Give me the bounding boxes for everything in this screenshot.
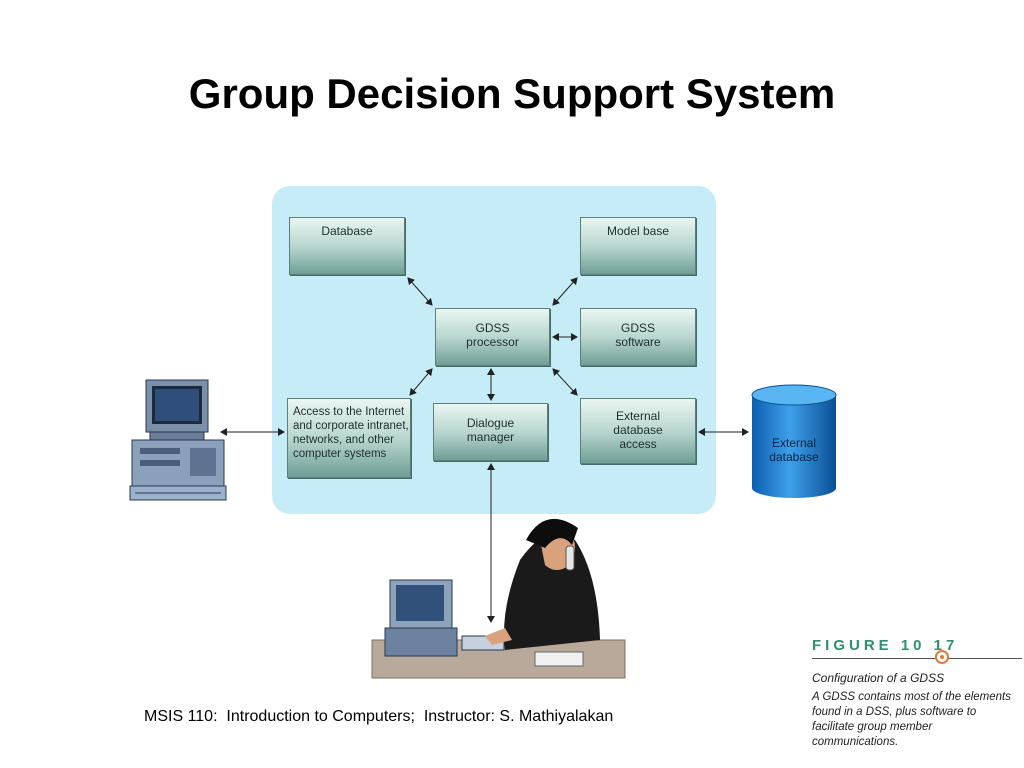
gdss-processor-box: GDSS processor bbox=[435, 308, 550, 366]
external-database-access-box: External database access bbox=[580, 398, 696, 464]
database-box: Database bbox=[289, 217, 405, 275]
arrow-processor-external bbox=[552, 368, 578, 396]
desktop-computer-icon bbox=[129, 379, 227, 501]
figure-label: FIGURE 10 17 bbox=[812, 637, 959, 654]
arrow-database-processor bbox=[407, 277, 433, 306]
arrow-modelbase-processor bbox=[552, 277, 578, 306]
slide-footer: MSIS 110: Introduction to Computers; Ins… bbox=[144, 708, 614, 725]
model-base-box: Model base bbox=[580, 217, 696, 275]
dialogue-manager-box: Dialogue manager bbox=[433, 403, 548, 461]
external-database-label: External database bbox=[769, 436, 819, 464]
external-database-cylinder-icon bbox=[751, 384, 837, 498]
figure-caption-title: Configuration of a GDSS bbox=[812, 671, 945, 685]
figure-caption-body: A GDSS contains most of the elements fou… bbox=[812, 691, 1011, 748]
connector-arrows bbox=[220, 277, 749, 623]
figure-rule bbox=[812, 658, 1022, 659]
figure-dot-icon bbox=[935, 650, 949, 664]
internet-access-box: Access to the Internet and corporate int… bbox=[287, 398, 411, 478]
arrow-processor-internet bbox=[409, 368, 433, 396]
slide-title: Group Decision Support System bbox=[188, 70, 836, 117]
gdss-software-box: GDSS software bbox=[580, 308, 696, 366]
user-at-desk-icon bbox=[371, 518, 626, 679]
